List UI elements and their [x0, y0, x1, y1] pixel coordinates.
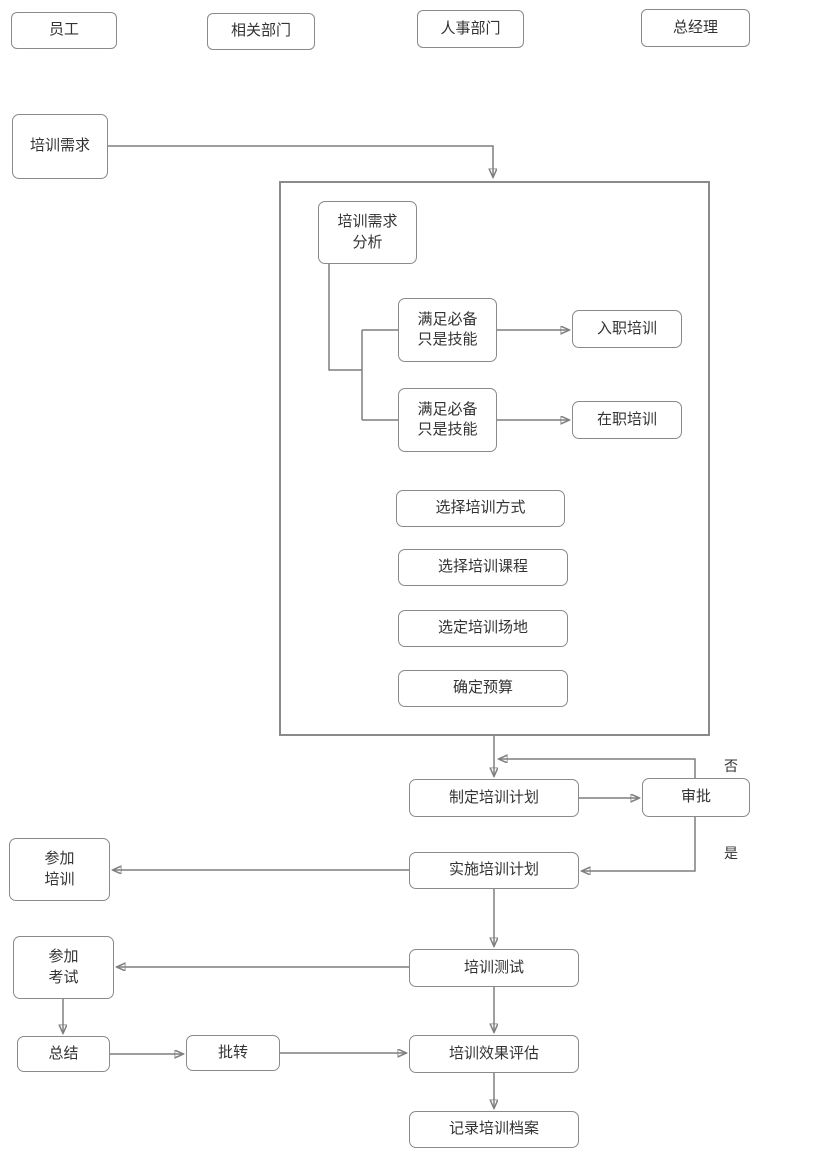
planning-group-container	[279, 181, 710, 736]
lane-header-gm: 总经理	[641, 9, 750, 47]
node-training-test: 培训测试	[409, 949, 579, 987]
node-summary: 总结	[17, 1036, 110, 1072]
edge-approval-yes-to-implement	[582, 817, 696, 871]
node-implement-plan: 实施培训计划	[409, 852, 579, 889]
node-meet-skill-new: 满足必备 只是技能	[398, 298, 497, 362]
node-forward: 批转	[186, 1035, 280, 1071]
lane-header-employee: 员工	[11, 12, 117, 49]
node-approval: 审批	[642, 778, 750, 817]
node-choose-method: 选择培训方式	[396, 490, 565, 527]
node-choose-venue: 选定培训场地	[398, 610, 568, 647]
node-onboarding-training: 入职培训	[572, 310, 682, 348]
lane-header-departments: 相关部门	[207, 13, 315, 50]
branch-label-yes: 是	[724, 845, 738, 861]
node-attend-exam: 参加 考试	[13, 936, 114, 999]
lane-header-hr: 人事部门	[417, 10, 524, 48]
node-need-analysis: 培训需求 分析	[318, 201, 417, 264]
edge-training-need-to-container	[108, 145, 493, 177]
node-budget: 确定预算	[398, 670, 568, 707]
node-meet-skill-current: 满足必备 只是技能	[398, 388, 497, 452]
node-choose-course: 选择培训课程	[398, 549, 568, 586]
node-onjob-training: 在职培训	[572, 401, 682, 439]
edge-approval-no-feedback	[499, 759, 696, 778]
node-record-archive: 记录培训档案	[409, 1111, 579, 1148]
node-evaluate: 培训效果评估	[409, 1035, 579, 1073]
node-training-need: 培训需求	[12, 114, 108, 179]
branch-label-no: 否	[724, 758, 738, 774]
node-make-plan: 制定培训计划	[409, 779, 579, 817]
node-attend-training: 参加 培训	[9, 838, 110, 901]
